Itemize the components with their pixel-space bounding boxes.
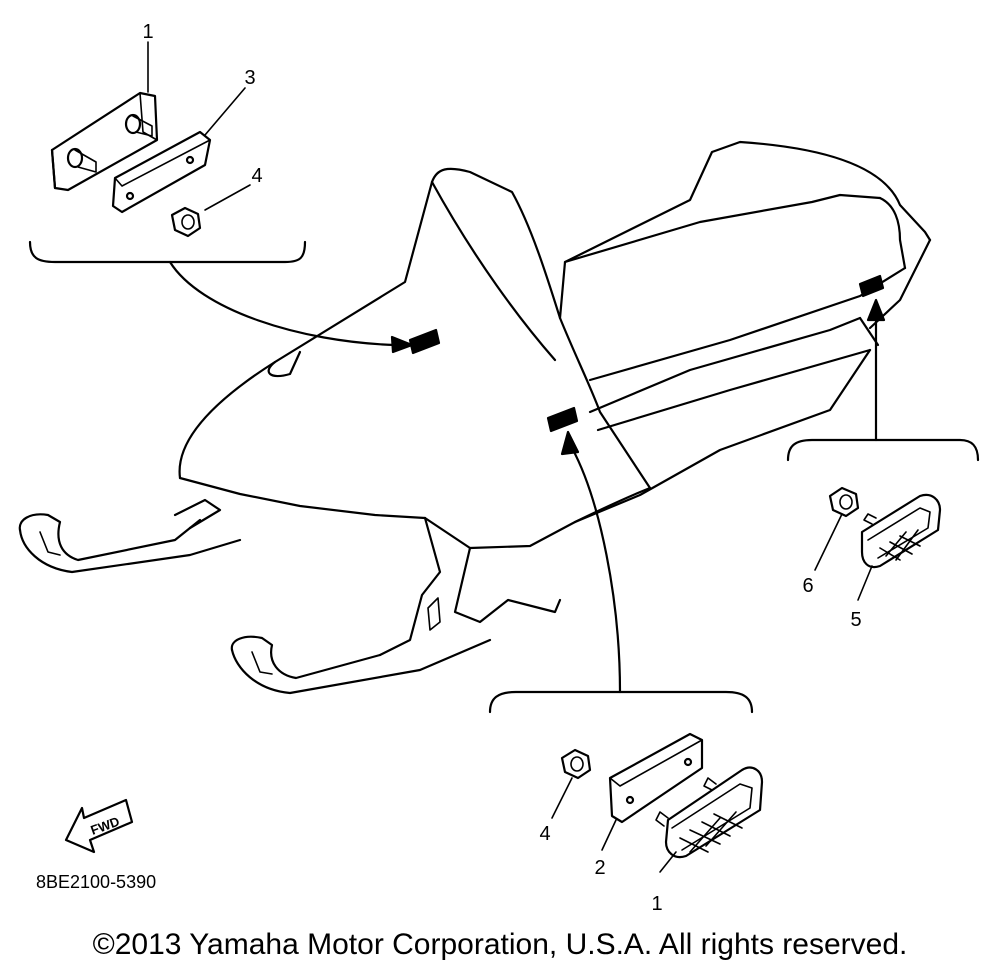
group-bottom: 4 2 1 bbox=[488, 430, 764, 915]
callout-4-top: 4 bbox=[251, 165, 262, 187]
location-mark-front bbox=[408, 328, 441, 355]
copyright-notice: ©2013 Yamaha Motor Corporation, U.S.A. A… bbox=[92, 928, 908, 961]
diagram-code: 8BE2100-5390 bbox=[36, 872, 156, 892]
location-mark-rear bbox=[858, 274, 885, 298]
callout-5-right: 5 bbox=[850, 609, 861, 631]
group-top-left: 1 3 4 bbox=[28, 21, 414, 354]
gasket-bottom bbox=[608, 732, 704, 824]
arrow-head-side bbox=[560, 430, 580, 456]
nut-top bbox=[170, 206, 202, 238]
fwd-arrow-icon: FWD bbox=[64, 798, 134, 854]
callout-6-right: 6 bbox=[802, 575, 813, 597]
snowmobile-outline bbox=[18, 140, 932, 695]
reflector-right bbox=[860, 493, 942, 569]
reflector-bottom bbox=[655, 766, 764, 859]
location-mark-side bbox=[546, 406, 579, 433]
arrow-head-rear bbox=[866, 298, 886, 322]
callout-2-bottom: 2 bbox=[594, 857, 605, 879]
reflector-plate-top bbox=[50, 91, 159, 192]
nut-bottom bbox=[560, 748, 592, 780]
callout-4-bottom: 4 bbox=[539, 823, 550, 845]
reflector-location-marks bbox=[408, 274, 885, 433]
gasket-top bbox=[111, 130, 212, 214]
callout-1-bottom: 1 bbox=[651, 893, 662, 915]
callout-1-top: 1 bbox=[142, 21, 153, 43]
callout-3-top: 3 bbox=[244, 67, 255, 89]
nut-right bbox=[828, 486, 860, 518]
group-right: 6 5 bbox=[786, 298, 980, 631]
arrow-head-front bbox=[390, 335, 414, 354]
